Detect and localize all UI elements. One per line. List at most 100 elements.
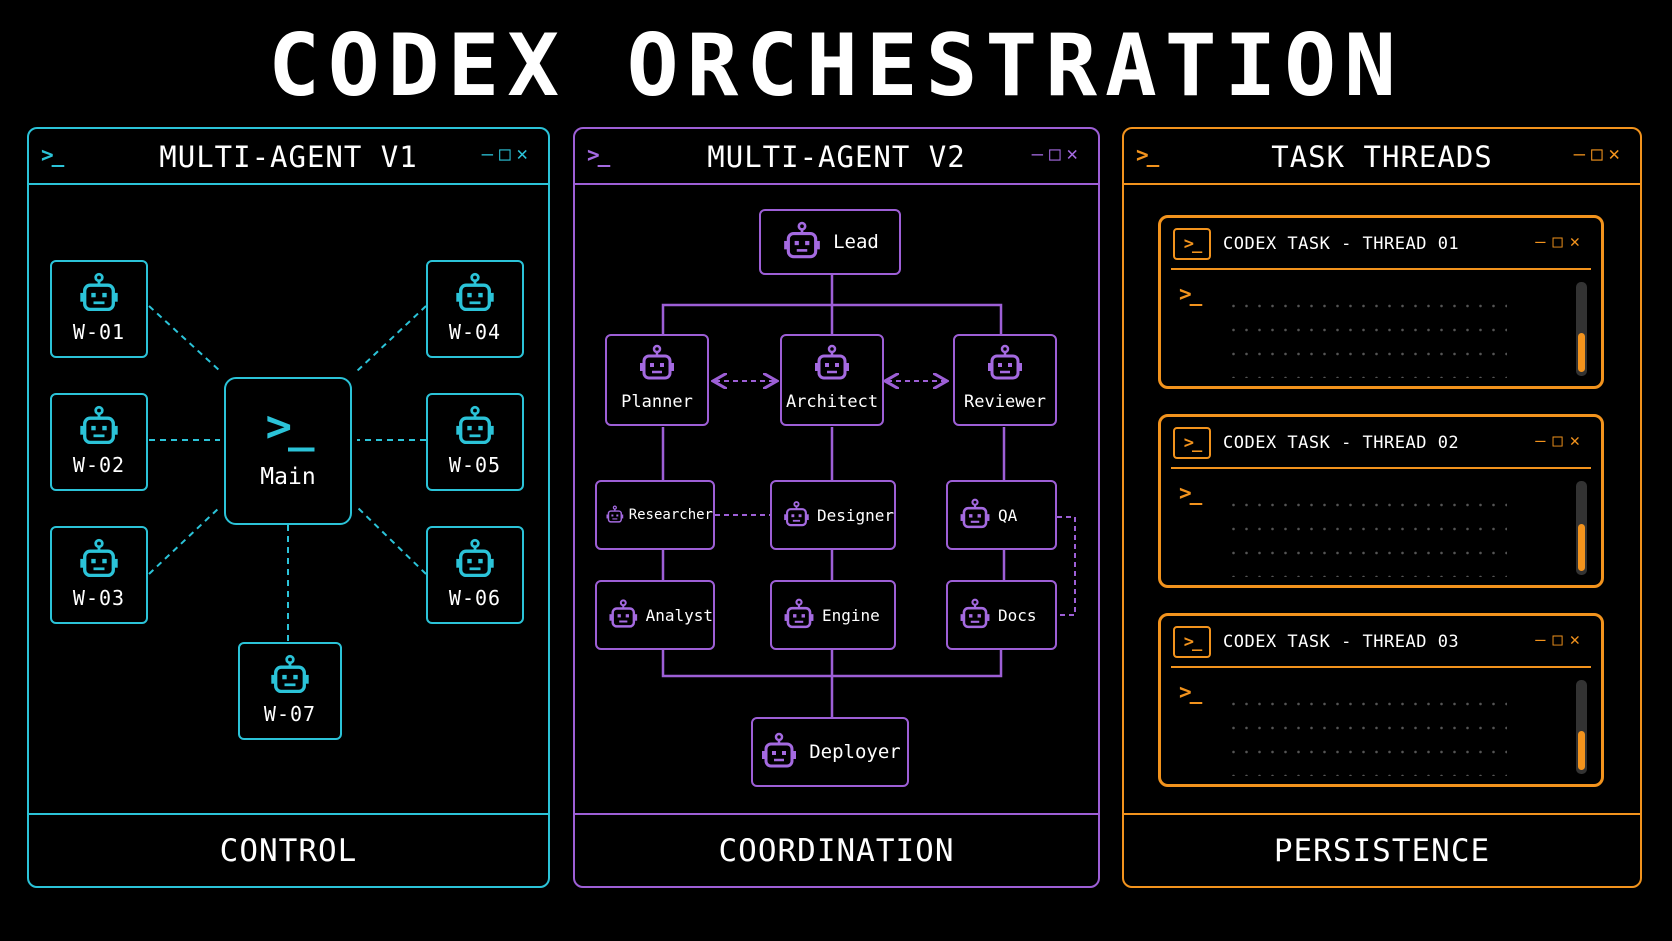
scrollbar-thumb[interactable] [1578, 731, 1585, 770]
thread-window-02[interactable]: >_ CODEX TASK - THREAD 02 —□✕ >_ [1158, 414, 1604, 588]
terminal-prompt-icon: >_ [1173, 228, 1211, 260]
terminal-prompt-icon: >_ [1179, 680, 1202, 704]
worker-node-w04[interactable]: W-04 [426, 260, 524, 358]
agent-node-lead[interactable]: Lead [759, 209, 901, 275]
terminal-prompt-icon: >_ [1179, 481, 1202, 505]
worker-node-w07[interactable]: W-07 [238, 642, 342, 740]
scrollbar[interactable] [1576, 680, 1587, 774]
scrollbar[interactable] [1576, 282, 1587, 376]
close-icon[interactable]: ✕ [1569, 630, 1587, 650]
agent-label: Engine [822, 605, 880, 625]
link-qa-docs-loop [1057, 516, 1076, 616]
window-controls: —□✕ [1032, 143, 1084, 165]
agent-node-engine[interactable]: Engine [770, 580, 896, 650]
scrollbar[interactable] [1576, 481, 1587, 575]
terminal-prompt-icon: >_ [1173, 427, 1211, 459]
close-icon[interactable]: ✕ [1569, 232, 1587, 252]
worker-label: W-06 [448, 586, 502, 610]
robot-icon [985, 344, 1025, 384]
panel-header: >_ TASK THREADS —□✕ [1124, 129, 1640, 185]
robot-icon [637, 344, 677, 384]
agent-label: Designer [816, 505, 894, 525]
minimize-icon[interactable]: — [1535, 431, 1553, 451]
page-title: CODEX ORCHESTRATION [268, 16, 1404, 116]
close-icon[interactable]: ✕ [1066, 143, 1084, 165]
v1-links [148, 305, 427, 642]
robot-icon [782, 598, 816, 632]
thread-window-01[interactable]: >_ CODEX TASK - THREAD 01 —□✕ >_ [1158, 215, 1604, 389]
worker-node-w03[interactable]: W-03 [50, 526, 148, 624]
agent-label: Docs [998, 605, 1037, 625]
maximize-icon[interactable]: □ [1552, 431, 1570, 451]
main-hub-label: Main [260, 464, 316, 490]
scrollbar-thumb[interactable] [1578, 333, 1585, 372]
panel-task-threads: >_ TASK THREADS —□✕ >_ CODEX TASK - THRE… [1122, 127, 1642, 888]
agent-node-analyst[interactable]: Analyst [595, 580, 715, 650]
panel-multi-agent-v2: >_ MULTI-AGENT V2 —□✕ [573, 127, 1100, 888]
scrollbar-thumb[interactable] [1578, 523, 1585, 571]
agent-label: Deployer [809, 741, 901, 763]
link-w04-main [356, 305, 427, 372]
maximize-icon[interactable]: □ [1552, 232, 1570, 252]
thread-window-controls: —□✕ [1535, 431, 1587, 451]
agent-label: QA [998, 505, 1018, 525]
minimize-icon[interactable]: — [1031, 143, 1050, 165]
agent-node-planner[interactable]: Planner [605, 334, 709, 426]
thread-window-controls: —□✕ [1535, 232, 1587, 252]
agent-node-docs[interactable]: Docs [946, 580, 1057, 650]
link-w01-main [148, 305, 221, 372]
thread-title: CODEX TASK - THREAD 02 [1223, 433, 1460, 453]
agent-label: Architect [785, 392, 879, 412]
thread-header: >_ CODEX TASK - THREAD 01 —□✕ [1171, 218, 1591, 270]
maximize-icon[interactable]: □ [499, 143, 517, 165]
close-icon[interactable]: ✕ [1569, 431, 1587, 451]
minimize-icon[interactable]: — [481, 143, 500, 165]
minimize-icon[interactable]: — [1535, 232, 1553, 252]
worker-node-w01[interactable]: W-01 [50, 260, 148, 358]
output-placeholder-dots [1227, 493, 1507, 577]
close-icon[interactable]: ✕ [516, 143, 534, 165]
agent-node-architect[interactable]: Architect [780, 334, 884, 426]
minimize-icon[interactable]: — [1573, 143, 1592, 165]
robot-icon [453, 538, 497, 582]
maximize-icon[interactable]: □ [1049, 143, 1067, 165]
output-placeholder-dots [1227, 294, 1507, 378]
worker-node-w02[interactable]: W-02 [50, 393, 148, 491]
thread-title: CODEX TASK - THREAD 03 [1223, 632, 1460, 652]
robot-icon [958, 598, 992, 632]
close-icon[interactable]: ✕ [1608, 143, 1626, 165]
agent-label: Lead [833, 231, 879, 253]
minimize-icon[interactable]: — [1535, 630, 1553, 650]
panel-footer: PERSISTENCE [1124, 813, 1640, 886]
agent-node-designer[interactable]: Designer [770, 480, 896, 550]
agent-node-deployer[interactable]: Deployer [751, 717, 909, 787]
panel-header: >_ MULTI-AGENT V1 —□✕ [29, 129, 548, 185]
main-hub-node[interactable]: >_ Main [224, 377, 352, 525]
agent-label: Planner [621, 392, 693, 412]
thread-title: CODEX TASK - THREAD 01 [1223, 234, 1460, 254]
worker-node-w05[interactable]: W-05 [426, 393, 524, 491]
link-w06-main [356, 506, 427, 575]
panel-multi-agent-v1: >_ MULTI-AGENT V1 —□✕ W-01 W-02 [27, 127, 550, 888]
terminal-prompt-icon: >_ [1136, 143, 1159, 167]
maximize-icon[interactable]: □ [1591, 143, 1609, 165]
agent-node-qa[interactable]: QA [946, 480, 1057, 550]
panel-header: >_ MULTI-AGENT V2 —□✕ [575, 129, 1098, 185]
thread-window-03[interactable]: >_ CODEX TASK - THREAD 03 —□✕ >_ [1158, 613, 1604, 787]
robot-icon [958, 498, 992, 532]
agent-label: Analyst [645, 605, 713, 625]
robot-icon [77, 538, 121, 582]
agent-node-researcher[interactable]: Researcher [595, 480, 715, 550]
worker-label: W-07 [263, 702, 317, 726]
worker-node-w06[interactable]: W-06 [426, 526, 524, 624]
terminal-prompt-icon: >_ [265, 401, 315, 452]
worker-label: W-01 [72, 320, 126, 344]
robot-icon [77, 272, 121, 316]
worker-label: W-02 [72, 453, 126, 477]
maximize-icon[interactable]: □ [1552, 630, 1570, 650]
terminal-prompt-icon: >_ [1179, 282, 1202, 306]
agent-label: Reviewer [964, 392, 1046, 412]
robot-icon [781, 221, 823, 263]
agent-node-reviewer[interactable]: Reviewer [953, 334, 1057, 426]
robot-icon [453, 272, 497, 316]
